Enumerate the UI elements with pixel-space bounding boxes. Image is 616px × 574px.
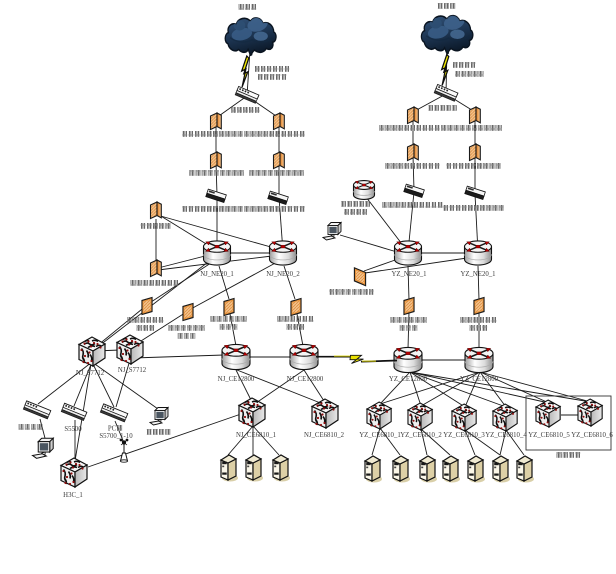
svg-text:NJ_NE20_2: NJ_NE20_2 <box>266 271 300 278</box>
svg-text:YZ_CE12800: YZ_CE12800 <box>389 376 428 383</box>
svg-text:YZ_CE6810_2: YZ_CE6810_2 <box>400 432 442 439</box>
svg-text:YZ_CE12800: YZ_CE12800 <box>460 376 499 383</box>
svg-text:YZ_NE20_1: YZ_NE20_1 <box>391 271 426 278</box>
svg-text:S5700_1-10: S5700_1-10 <box>99 433 133 440</box>
svg-text:YZ_CE6810_3: YZ_CE6810_3 <box>443 432 485 439</box>
svg-text:YZ_CE6810_4: YZ_CE6810_4 <box>485 432 527 439</box>
svg-text:YZ_NE20_1: YZ_NE20_1 <box>460 271 495 278</box>
svg-text:YZ_CE6810_1: YZ_CE6810_1 <box>359 432 401 439</box>
svg-text:NJ_CE6810_2: NJ_CE6810_2 <box>304 432 345 439</box>
svg-text:NJ_CE6810_1: NJ_CE6810_1 <box>236 432 276 439</box>
svg-text:NJ_S7712: NJ_S7712 <box>76 370 105 377</box>
svg-text:NJ_NE20_1: NJ_NE20_1 <box>200 271 234 278</box>
svg-text:PC: PC <box>108 426 117 433</box>
svg-text:YZ_CE6810_5: YZ_CE6810_5 <box>528 432 570 439</box>
svg-text:H3C_1: H3C_1 <box>63 492 83 499</box>
svg-text:NJ_CE12800: NJ_CE12800 <box>218 376 255 383</box>
svg-text:NJ_CE12800: NJ_CE12800 <box>287 376 324 383</box>
svg-text:S5500: S5500 <box>64 426 82 433</box>
svg-text:YZ_CE6810_6: YZ_CE6810_6 <box>571 432 613 439</box>
svg-text:NJ_S7712: NJ_S7712 <box>118 367 147 374</box>
